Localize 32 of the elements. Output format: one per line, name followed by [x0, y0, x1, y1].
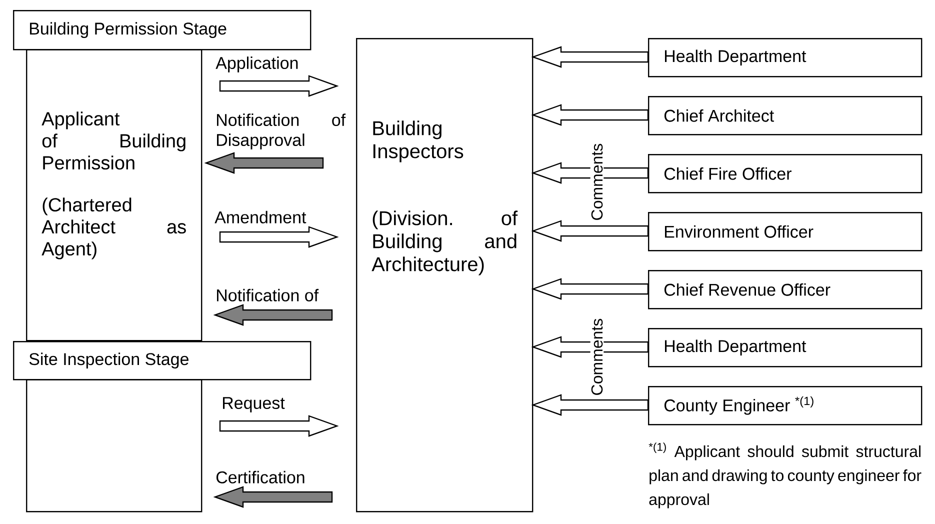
block-arrow [213, 486, 333, 508]
department-box: Chief Fire Officer [648, 154, 922, 194]
department-box: Chief Revenue Officer [648, 270, 922, 310]
process-box: Building Inspectors (Division. of Building and Architecture) [356, 38, 534, 512]
edge-label: Amendment [214, 210, 306, 224]
footnote: $^{*(1)}$ Applicant should submit structural plan and drawing to county engineer for approval [648, 442, 922, 508]
block-arrow [219, 226, 339, 248]
block-arrow [219, 75, 339, 97]
process-box: Applicant of Building Permission (Chartered Architect as Agent) [26, 49, 202, 342]
edge-label: Application [216, 56, 298, 72]
open-arrow [531, 278, 649, 300]
edge-label: Notification of Disapproval [217, 114, 346, 150]
stage-header: Building Permission Stage [13, 10, 312, 50]
vertical-label: Comments [590, 142, 604, 222]
empty-box [26, 378, 202, 512]
department-box: Health Department [648, 328, 922, 368]
open-arrow [531, 46, 649, 68]
department-box: Chief Architect [648, 96, 922, 136]
open-arrow [531, 104, 649, 126]
edge-label: Certification [216, 470, 304, 484]
block-arrow [219, 415, 339, 437]
block-arrow [204, 152, 324, 174]
department-box: County Engineer $^{*(1)}$ [648, 386, 922, 426]
stage-header: Site Inspection Stage [13, 340, 312, 380]
department-box: Environment Officer [648, 212, 922, 252]
department-box: Health Department [648, 38, 922, 78]
vertical-label: Comments [590, 317, 604, 397]
open-arrow [531, 394, 649, 416]
open-arrow [531, 220, 649, 242]
block-arrow [213, 304, 333, 326]
edge-label: Notification of [217, 288, 319, 302]
edge-label: Request [223, 397, 285, 412]
